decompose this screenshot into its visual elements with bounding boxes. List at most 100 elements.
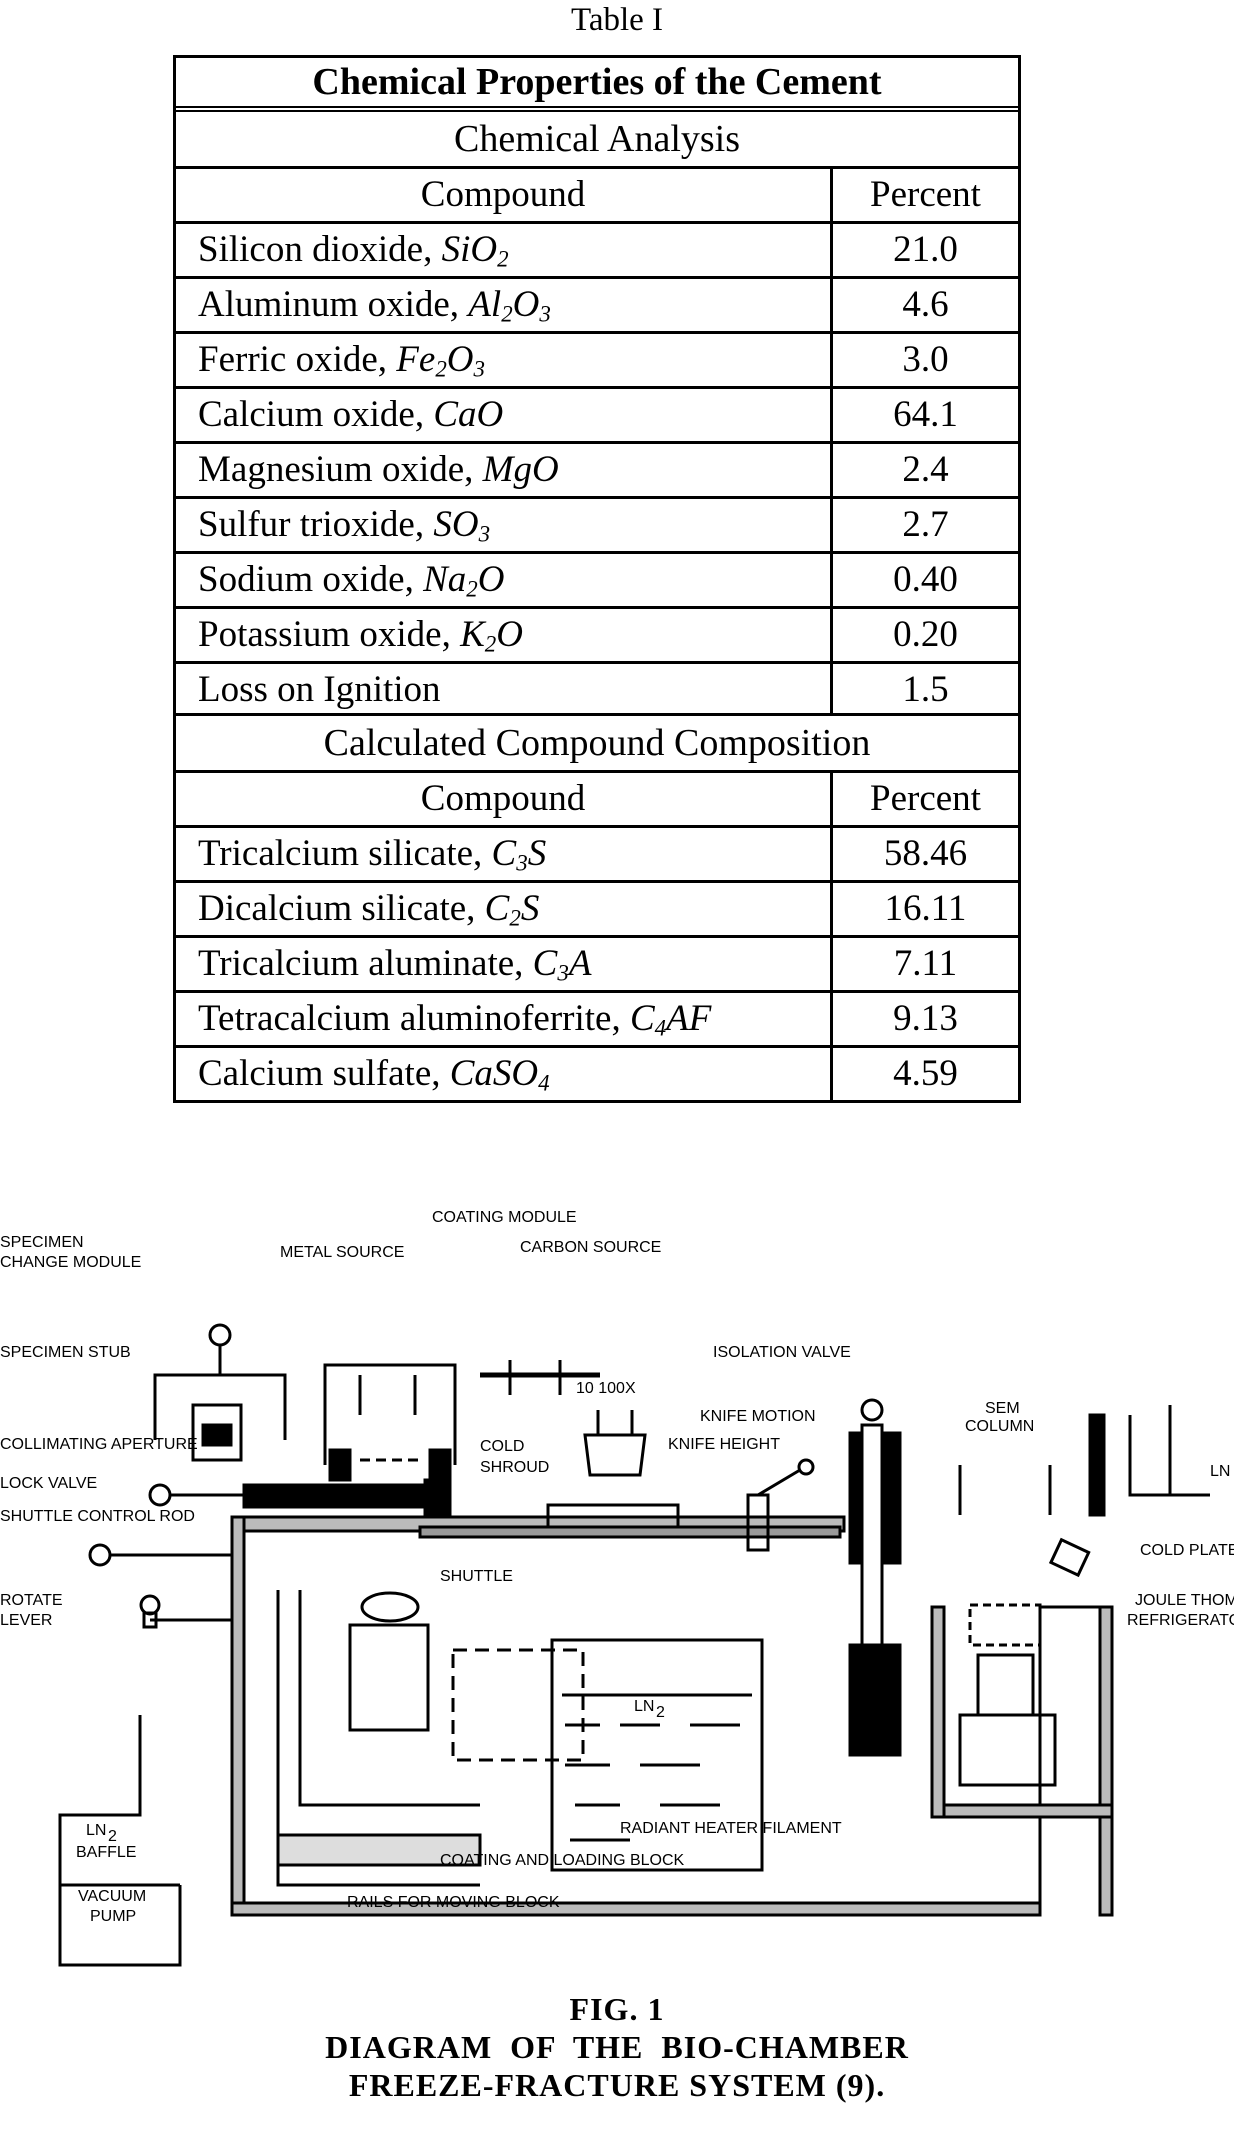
compound-formula: C3S <box>492 833 547 876</box>
composition-rows: Compound Percent Tricalcium silicate, C3… <box>176 773 1018 1100</box>
table-title: Chemical Properties of the Cement <box>176 58 1018 112</box>
compound-formula: C3A <box>532 943 592 986</box>
figure-title-line2: FREEZE-FRACTURE SYSTEM (9). <box>348 2067 886 2103</box>
label-radiant-heater: RADIANT HEATER FILAMENT <box>620 1820 842 1837</box>
label-sem-1: SEM <box>985 1400 1020 1417</box>
compound-formula: K2O <box>460 614 523 657</box>
analysis-percent-header: Percent <box>870 174 981 215</box>
compound-formula: SO3 <box>433 504 490 546</box>
formula-subscript: 2 <box>435 356 447 382</box>
compound-name: Tricalcium silicate, <box>198 833 492 874</box>
formula-symbol: O <box>512 284 540 325</box>
formula-symbol: C <box>484 888 510 929</box>
analysis-percent-cell: 0.20 <box>893 614 958 655</box>
formula-symbol: K <box>460 614 485 655</box>
label-carbon-source: CARBON SOURCE <box>520 1239 661 1256</box>
formula-subscript: 3 <box>516 850 528 876</box>
formula-subscript: 2 <box>501 301 513 327</box>
composition-percent-cell: 4.59 <box>893 1053 958 1094</box>
label-ln2-tank: LN <box>634 1698 654 1715</box>
analysis-section-title: Chemical Analysis <box>176 112 1018 169</box>
analysis-percent-cell: 0.40 <box>893 559 958 600</box>
compound-name: Silicon dioxide, <box>198 229 442 270</box>
formula-symbol: MgO <box>482 449 559 490</box>
composition-percent-cell: 7.11 <box>893 943 958 984</box>
composition-header-row: Compound Percent <box>176 773 1018 828</box>
formula-subscript: 2 <box>484 631 497 657</box>
label-shuttle-control-rod: SHUTTLE CONTROL ROD <box>0 1508 195 1525</box>
analysis-compound-header: Compound <box>176 169 833 221</box>
compound-name: Sodium oxide, <box>198 559 424 600</box>
composition-row: Dicalcium silicate, C2S 16.11 <box>176 883 1018 938</box>
formula-symbol: A <box>568 943 592 984</box>
formula-subscript: 3 <box>473 356 485 382</box>
analysis-compound-cell: Ferric oxide, Fe2O3 <box>176 334 833 386</box>
compound-name: Tricalcium aluminate, <box>198 943 533 984</box>
formula-symbol: Si <box>441 229 471 270</box>
label-ln2-sub: 2 <box>656 1704 665 1721</box>
label-ln2-baffle-1: LN <box>86 1822 106 1839</box>
formula-symbol: SO <box>433 504 479 545</box>
label-knife-motion: KNIFE MOTION <box>700 1408 816 1425</box>
label-ln2-baffle-sub: 2 <box>108 1828 117 1845</box>
formula-symbol: O <box>470 229 498 270</box>
analysis-percent-cell: 4.6 <box>902 284 949 325</box>
formula-symbol: CaSO <box>449 1053 539 1094</box>
label-specimen-change-2: CHANGE MODULE <box>0 1254 141 1271</box>
composition-percent-header: Percent <box>870 778 981 819</box>
composition-row: Tricalcium aluminate, C3A 7.11 <box>176 938 1018 993</box>
label-ln2-baffle-2: BAFFLE <box>76 1844 136 1861</box>
composition-section-title: Calculated Compound Composition <box>176 713 1018 773</box>
composition-percent-cell: 9.13 <box>893 998 958 1039</box>
analysis-row: Aluminum oxide, Al2O3 4.6 <box>176 279 1018 334</box>
cement-properties-table: Chemical Properties of the Cement Chemic… <box>173 55 1021 1103</box>
compound-name: Dicalcium silicate, <box>198 888 485 929</box>
figure-title-line1: DIAGRAM OF THE BIO-CHAMBER <box>325 2029 909 2065</box>
analysis-compound-cell: Loss on Ignition <box>176 664 833 716</box>
composition-row: Tricalcium silicate, C3S 58.46 <box>176 828 1018 883</box>
label-shuttle: SHUTTLE <box>440 1568 513 1585</box>
formula-symbol: AF <box>666 998 712 1039</box>
formula-symbol: Fe <box>396 339 436 380</box>
formula-subscript: 3 <box>557 960 569 986</box>
composition-compound-cell: Tetracalcium aluminoferrite, C4AF <box>176 993 833 1045</box>
compound-formula: SiO2 <box>441 229 509 271</box>
compound-name: Potassium oxide, <box>198 614 461 655</box>
analysis-compound-cell: Aluminum oxide, Al2O3 <box>176 279 833 331</box>
composition-percent-cell: 58.46 <box>883 833 968 874</box>
label-cold-shroud-1: COLD <box>480 1438 524 1455</box>
formula-symbol: O <box>446 339 474 380</box>
label-collimating-aperture: COLLIMATING APERTURE <box>0 1436 198 1453</box>
label-metal-source: METAL SOURCE <box>280 1244 404 1261</box>
formula-symbol: S <box>520 888 540 929</box>
formula-symbol: C <box>532 943 558 984</box>
analysis-compound-cell: Potassium oxide, K2O <box>176 609 833 661</box>
label-coating-module: COATING MODULE <box>432 1209 577 1226</box>
compound-name: Calcium sulfate, <box>198 1053 450 1094</box>
composition-compound-cell: Dicalcium silicate, C2S <box>176 883 833 935</box>
label-cold-shroud-2: SHROUD <box>480 1459 549 1476</box>
compound-formula: CaO <box>433 394 503 435</box>
compound-formula: Al2O3 <box>468 284 551 327</box>
label-rails: RAILS FOR MOVING BLOCK <box>347 1894 560 1911</box>
analysis-percent-cell: 2.4 <box>902 449 949 490</box>
label-joule-1: JOULE THOMSON <box>1135 1592 1234 1609</box>
compound-name: Tetracalcium aluminoferrite, <box>198 998 630 1039</box>
label-cold-plate: COLD PLATE <box>1140 1542 1234 1559</box>
formula-symbol: O <box>477 559 505 600</box>
compound-formula: Fe2O3 <box>396 339 485 382</box>
compound-formula: MgO <box>483 449 559 490</box>
figure-caption: FIG. 1 DIAGRAM OF THE BIO-CHAMBER FREEZE… <box>0 1990 1234 2104</box>
diagram-labels: COATING MODULE SPECIMEN CHANGE MODULE ME… <box>0 1209 1234 1925</box>
composition-percent-cell: 16.11 <box>884 888 967 929</box>
compound-name: Calcium oxide, <box>198 394 434 435</box>
formula-subscript: 4 <box>538 1070 550 1096</box>
compound-name: Sulfur trioxide, <box>198 504 434 545</box>
